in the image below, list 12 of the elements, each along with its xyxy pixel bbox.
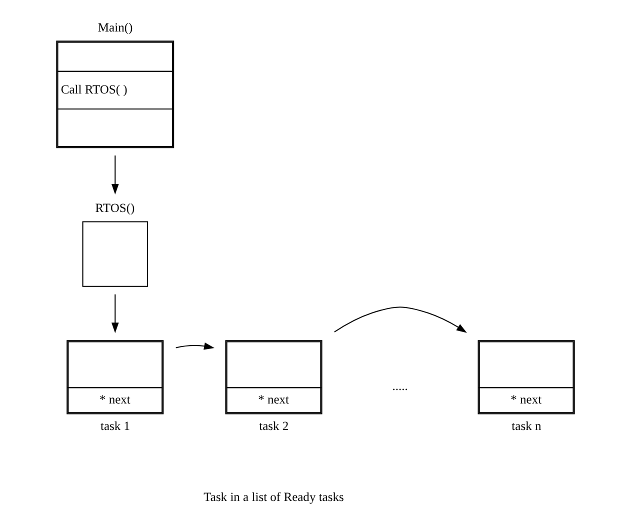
arrow: [334, 306, 467, 333]
arrow: [176, 342, 214, 350]
arrow: [111, 294, 119, 334]
arrow: [111, 156, 119, 194]
label: Task in a list of Ready tasks: [204, 490, 344, 504]
node-label: RTOS(): [95, 200, 135, 215]
node-label: Main(): [98, 20, 133, 34]
node-label: task 2: [259, 419, 289, 434]
node-label: task 1: [100, 419, 130, 434]
node-box: [82, 221, 148, 287]
node-label: task n: [512, 419, 542, 434]
label: .....: [392, 378, 408, 393]
